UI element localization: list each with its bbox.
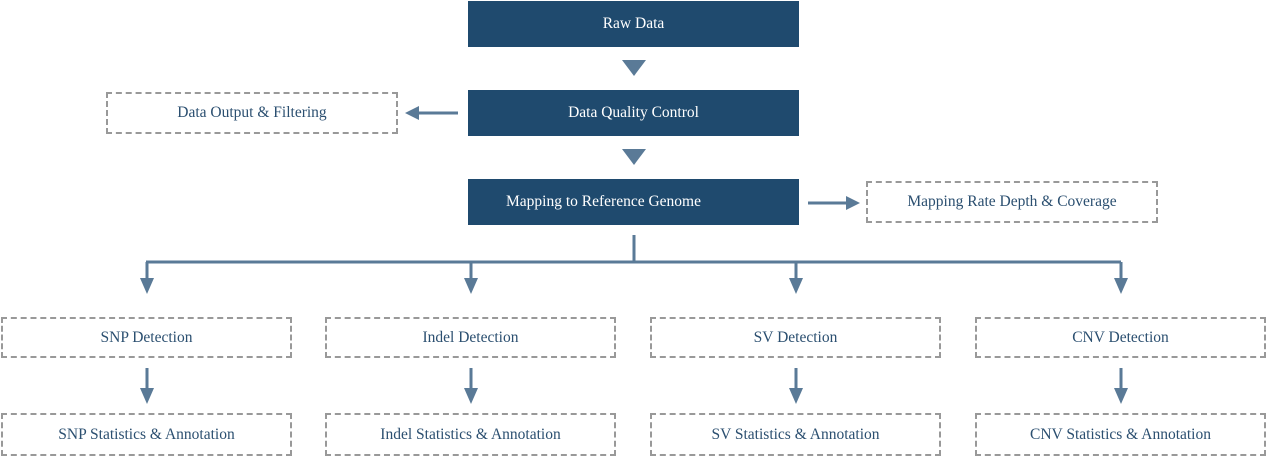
node-quality-control: Data Quality Control bbox=[468, 90, 799, 136]
node-label: SNP Detection bbox=[100, 328, 193, 346]
node-cnv-detection: CNV Detection bbox=[975, 317, 1266, 358]
arrow-down-icon bbox=[1114, 388, 1128, 404]
node-label: Indel Detection bbox=[422, 328, 519, 346]
arrow-down-icon bbox=[140, 388, 154, 404]
arrow-right-icon bbox=[846, 196, 860, 210]
arrow-down-icon bbox=[140, 278, 154, 294]
arrow-down-icon bbox=[789, 278, 803, 294]
node-label: Raw Data bbox=[602, 15, 665, 32]
arrow-down-icon bbox=[1114, 278, 1128, 294]
node-label: Mapping Rate Depth & Coverage bbox=[907, 193, 1117, 210]
node-label: Data Quality Control bbox=[568, 104, 699, 121]
arrow-down-icon bbox=[789, 388, 803, 404]
arrow-down-icon bbox=[464, 278, 478, 294]
node-sv-detection: SV Detection bbox=[650, 317, 941, 358]
node-label: Mapping to Reference Genome bbox=[506, 193, 701, 210]
node-snp-detection: SNP Detection bbox=[1, 317, 292, 358]
node-raw-data: Raw Data bbox=[468, 1, 799, 47]
chevron-down-icon bbox=[622, 149, 646, 165]
node-indel-annotation: Indel Statistics & Annotation bbox=[325, 413, 616, 456]
node-mapping-stats: Mapping Rate Depth & Coverage bbox=[866, 181, 1158, 223]
node-sv-annotation: SV Statistics & Annotation bbox=[650, 413, 941, 456]
arrow-left-icon bbox=[405, 106, 419, 120]
node-indel-detection: Indel Detection bbox=[325, 317, 616, 358]
arrow-down-icon bbox=[464, 388, 478, 404]
node-mapping: Mapping to Reference Genome bbox=[468, 179, 799, 225]
node-output-filtering: Data Output & Filtering bbox=[106, 92, 398, 134]
node-cnv-annotation: CNV Statistics & Annotation bbox=[975, 413, 1266, 456]
node-label: SV Statistics & Annotation bbox=[711, 425, 880, 443]
node-label: SNP Statistics & Annotation bbox=[58, 425, 235, 443]
node-label: CNV Statistics & Annotation bbox=[1030, 425, 1211, 443]
node-label: Data Output & Filtering bbox=[177, 104, 327, 121]
node-snp-annotation: SNP Statistics & Annotation bbox=[1, 413, 292, 456]
node-label: CNV Detection bbox=[1072, 328, 1169, 346]
node-label: SV Detection bbox=[753, 328, 838, 346]
chevron-down-icon bbox=[622, 60, 646, 76]
node-label: Indel Statistics & Annotation bbox=[380, 425, 561, 443]
